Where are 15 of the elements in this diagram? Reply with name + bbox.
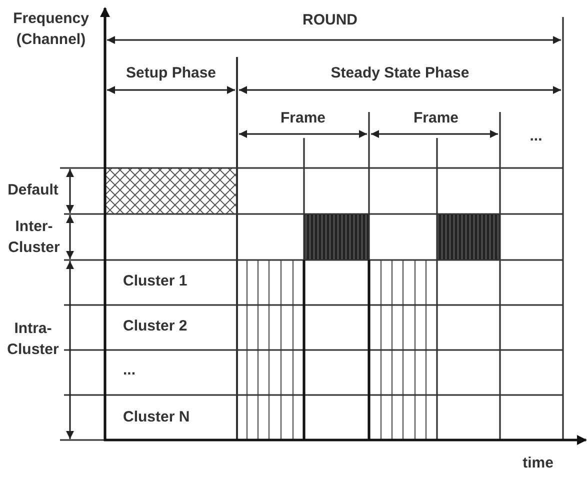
dimension-label: ROUND <box>302 10 358 30</box>
channel-label: ... <box>123 360 136 380</box>
channel-label: Cluster 2 <box>123 316 188 336</box>
dimension-label: Steady State Phase <box>330 64 470 84</box>
row-label: Intra-Cluster <box>6 319 60 360</box>
axis-label: Frequency (Channel) <box>12 9 90 50</box>
row-label: Default <box>8 180 58 200</box>
dimension-label: Frame <box>280 108 326 128</box>
channel-label: Cluster 1 <box>123 272 188 292</box>
row-label: Inter-Cluster <box>7 217 61 258</box>
dimension-label: Setup Phase <box>126 64 216 84</box>
channel-label: Cluster N <box>123 408 190 428</box>
ellipsis-text: ... <box>530 126 542 146</box>
axis-label: time <box>522 454 554 474</box>
dimension-label: Frame <box>413 108 459 128</box>
